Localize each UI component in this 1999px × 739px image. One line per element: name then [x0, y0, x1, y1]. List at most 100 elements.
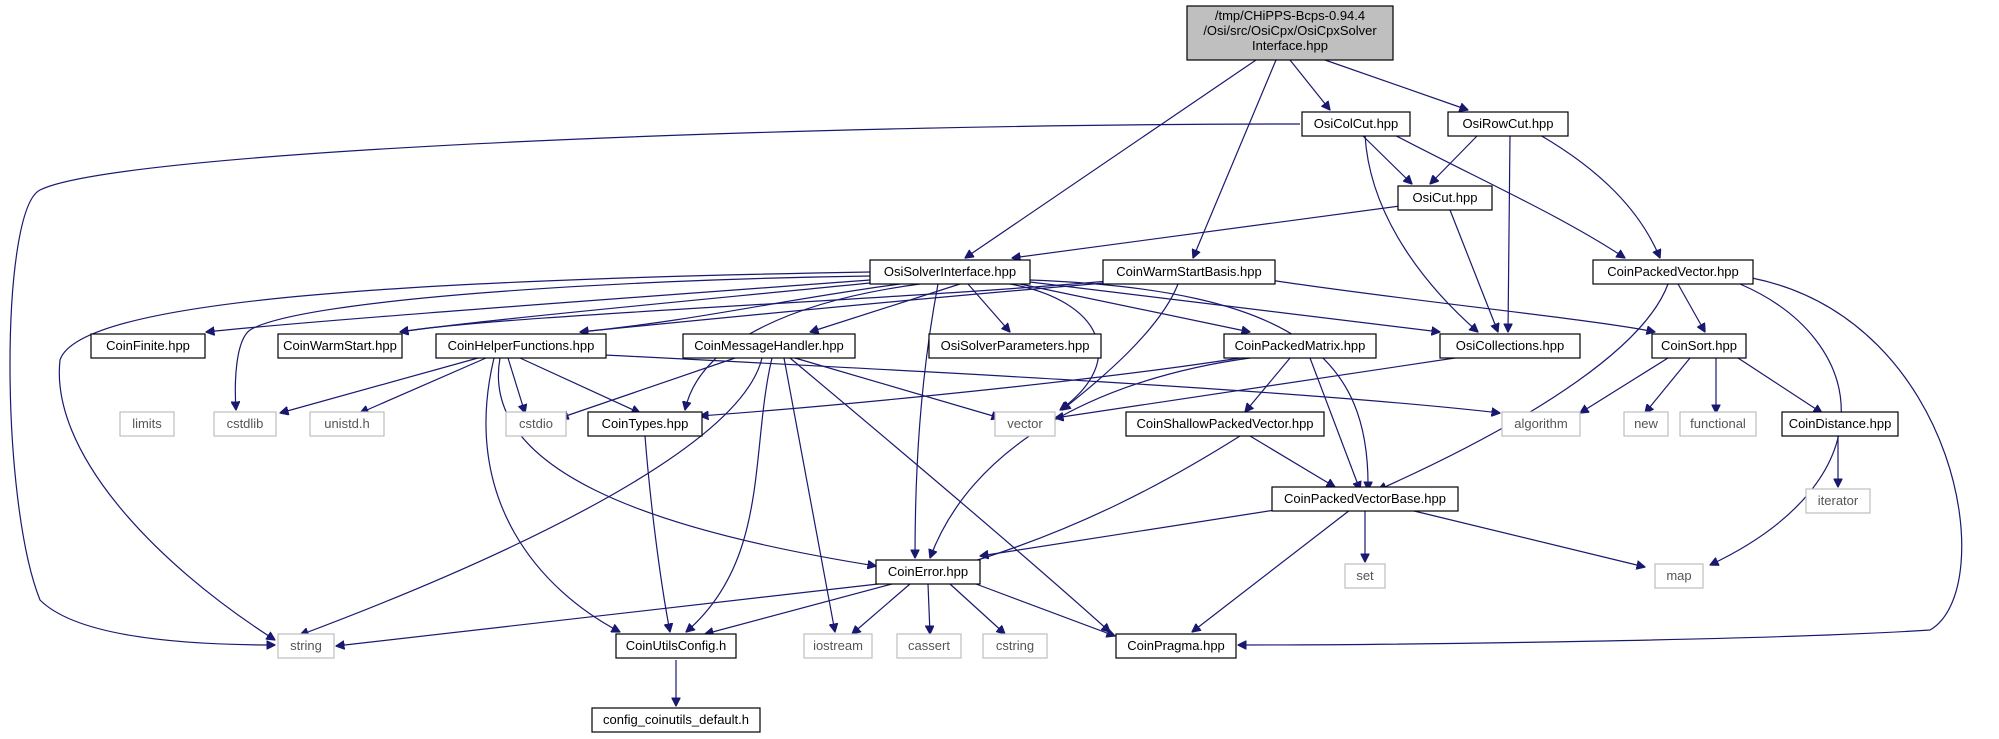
system-header-cassert[interactable]: cassert [896, 633, 962, 659]
node-config-coinutils-default[interactable]: config_coinutils_default.h [591, 707, 761, 733]
node-label: functional [1690, 416, 1746, 431]
edge-coin-sort-to-algorithm [1580, 357, 1669, 413]
node-coin-types[interactable]: CoinTypes.hpp [587, 411, 703, 437]
edge-osi-solver-interface-to-coin-types [685, 283, 921, 410]
node-coin-distance[interactable]: CoinDistance.hpp [1781, 411, 1899, 437]
node-label: OsiRowCut.hpp [1462, 116, 1553, 131]
node-coin-shallow-packed-vector[interactable]: CoinShallowPackedVector.hpp [1125, 411, 1325, 437]
node-label: config_coinutils_default.h [603, 712, 749, 727]
system-header-map[interactable]: map [1654, 563, 1704, 589]
edge-osi-solver-interface-to-string [58, 271, 871, 640]
edge-osi-solver-interface-to-coin-packed-matrix [1019, 283, 1250, 332]
node-label: cstring [996, 638, 1034, 653]
edge-coin-warm-start-basis-to-vector [1062, 283, 1179, 410]
node-label: vector [1007, 416, 1043, 431]
edge-root-to-osi-row-cut [1324, 59, 1468, 110]
edge-coin-error-to-coin-utils-config [705, 583, 893, 634]
node-coin-warm-start[interactable]: CoinWarmStart.hpp [277, 333, 403, 359]
node-label: limits [132, 416, 162, 431]
system-header-vector[interactable]: vector [994, 411, 1056, 437]
node-coin-sort[interactable]: CoinSort.hpp [1651, 333, 1747, 359]
node-coin-warm-start-basis[interactable]: CoinWarmStartBasis.hpp [1102, 259, 1276, 285]
system-header-cstdio[interactable]: cstdio [505, 411, 567, 437]
edge-coin-warm-start-basis-to-coin-warm-start [400, 279, 1121, 332]
root-path-line-1: /tmp/CHiPPS-Bcps-0.94.4 [1215, 8, 1365, 23]
edge-coin-error-to-string [336, 583, 879, 646]
edge-coin-message-handler-to-cstdio [560, 357, 736, 418]
node-coin-error[interactable]: CoinError.hpp [875, 559, 981, 585]
system-header-iostream[interactable]: iostream [803, 633, 873, 659]
edge-osi-col-cut-to-string [9, 123, 1301, 645]
edge-coin-error-to-iostream [852, 583, 911, 634]
system-header-new[interactable]: new [1623, 411, 1669, 437]
edge-coin-sort-to-new [1645, 357, 1691, 413]
node-osi-solver-parameters[interactable]: OsiSolverParameters.hpp [928, 333, 1102, 359]
system-header-limits[interactable]: limits [119, 411, 175, 437]
node-label: CoinPackedVector.hpp [1607, 264, 1739, 279]
edge-coin-helper-functions-to-coin-error [497, 357, 876, 566]
root-file-node[interactable]: /tmp/CHiPPS-Bcps-0.94.4 /Osi/src/OsiCpx/… [1186, 5, 1394, 61]
node-coin-helper-functions[interactable]: CoinHelperFunctions.hpp [435, 333, 607, 359]
edges [9, 59, 1963, 706]
edge-coin-packed-matrix-to-coin-shallow-packed-vector [1245, 357, 1291, 412]
edge-coin-helper-functions-to-cstdlib [280, 357, 479, 413]
node-coin-pragma[interactable]: CoinPragma.hpp [1115, 633, 1237, 659]
node-coin-utils-config[interactable]: CoinUtilsConfig.h [615, 633, 737, 659]
edge-root-to-osi-col-cut [1289, 59, 1330, 110]
system-header-unistd[interactable]: unistd.h [309, 411, 385, 437]
system-header-cstring[interactable]: cstring [982, 633, 1048, 659]
system-header-string[interactable]: string [277, 633, 335, 659]
node-osi-col-cut[interactable]: OsiColCut.hpp [1301, 111, 1411, 137]
node-label: CoinUtilsConfig.h [626, 638, 726, 653]
edge-osi-solver-interface-to-cstdlib [235, 275, 871, 410]
node-coin-message-handler[interactable]: CoinMessageHandler.hpp [682, 333, 856, 359]
edge-coin-packed-matrix-to-coin-types [700, 357, 1241, 416]
edge-osi-solver-interface-to-osi-solver-parameters [967, 283, 1010, 332]
edge-coin-packed-matrix-to-coin-packed-vector-base [1309, 357, 1360, 490]
system-header-iterator[interactable]: iterator [1805, 488, 1871, 514]
node-label: cstdlib [227, 416, 264, 431]
edge-coin-message-handler-to-vector [794, 357, 1000, 418]
system-header-algorithm[interactable]: algorithm [1501, 411, 1581, 437]
system-header-cstdlib[interactable]: cstdlib [213, 411, 277, 437]
node-label: CoinError.hpp [888, 564, 968, 579]
node-label: CoinHelperFunctions.hpp [448, 338, 595, 353]
system-header-functional[interactable]: functional [1679, 411, 1757, 437]
node-label: CoinPragma.hpp [1127, 638, 1225, 653]
node-label: cstdio [519, 416, 553, 431]
edge-coin-helper-functions-to-unistd [360, 357, 487, 413]
edge-coin-message-handler-to-coin-utils-config [686, 357, 773, 632]
node-label: cassert [908, 638, 950, 653]
node-label: iostream [813, 638, 863, 653]
root-path-line-2: /Osi/src/OsiCpx/OsiCpxSolver [1203, 23, 1377, 38]
edge-osi-solver-interface-to-coin-helper-functions [580, 283, 901, 332]
node-label: OsiSolverParameters.hpp [941, 338, 1090, 353]
system-header-set[interactable]: set [1344, 563, 1386, 589]
node-coin-packed-vector-base[interactable]: CoinPackedVectorBase.hpp [1271, 486, 1459, 512]
edge-coin-error-to-coin-pragma [975, 583, 1115, 636]
edge-coin-types-to-coin-utils-config [644, 435, 670, 632]
nodes: /tmp/CHiPPS-Bcps-0.94.4 /Osi/src/OsiCpx/… [90, 5, 1899, 733]
node-label: iterator [1818, 493, 1859, 508]
node-label: CoinTypes.hpp [602, 416, 689, 431]
node-label: OsiColCut.hpp [1314, 116, 1399, 131]
edge-coin-helper-functions-to-coin-types [519, 357, 640, 413]
node-coin-packed-matrix[interactable]: CoinPackedMatrix.hpp [1223, 333, 1377, 359]
node-coin-finite[interactable]: CoinFinite.hpp [90, 333, 206, 359]
edge-coin-packed-vector-to-coin-packed-vector-base [1378, 283, 1669, 490]
edge-osi-solver-interface-to-coin-packed-vector-base [1029, 279, 1368, 490]
node-osi-collections[interactable]: OsiCollections.hpp [1439, 333, 1581, 359]
node-label: CoinFinite.hpp [106, 338, 190, 353]
edge-osi-solver-interface-to-coin-message-handler [810, 283, 961, 332]
node-osi-row-cut[interactable]: OsiRowCut.hpp [1447, 111, 1569, 137]
node-coin-packed-vector[interactable]: CoinPackedVector.hpp [1592, 259, 1754, 285]
edge-root-to-osi-solver-interface [965, 59, 1257, 258]
edge-coin-message-handler-to-coin-pragma [789, 357, 1110, 632]
node-label: string [290, 638, 322, 653]
edge-coin-packed-vector-to-coin-sort [1677, 283, 1705, 332]
node-label: CoinDistance.hpp [1789, 416, 1892, 431]
node-osi-cut[interactable]: OsiCut.hpp [1397, 185, 1493, 211]
edge-coin-warm-start-basis-to-coin-sort [1269, 279, 1655, 332]
edge-osi-row-cut-to-osi-cut [1430, 134, 1479, 184]
node-osi-solver-interface[interactable]: OsiSolverInterface.hpp [869, 259, 1031, 285]
